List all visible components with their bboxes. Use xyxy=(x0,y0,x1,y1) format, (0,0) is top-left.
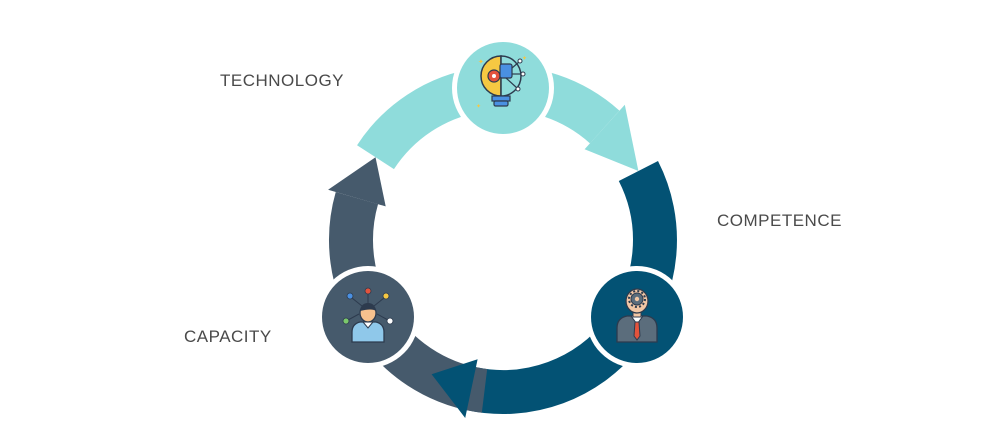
capacity-arrowhead xyxy=(328,157,386,207)
svg-text:✦: ✦ xyxy=(522,55,527,62)
svg-text:✦: ✦ xyxy=(476,103,481,110)
technology-label: TECHNOLOGY xyxy=(220,71,345,90)
capacity-label: CAPACITY xyxy=(184,327,272,346)
businessman-gear-head-icon xyxy=(616,288,658,343)
competence-arrowhead xyxy=(431,359,478,418)
competence-node xyxy=(586,266,688,368)
lightbulb-gear-icon: ✦ ✦ ✦ xyxy=(476,55,527,110)
technology-node: ✦ ✦ ✦ xyxy=(452,37,554,139)
capacity-node xyxy=(317,266,419,368)
competence-label: COMPETENCE xyxy=(717,211,842,230)
technology-arrowhead xyxy=(584,104,639,171)
svg-text:✦: ✦ xyxy=(478,58,484,66)
person-network-icon xyxy=(342,287,394,343)
